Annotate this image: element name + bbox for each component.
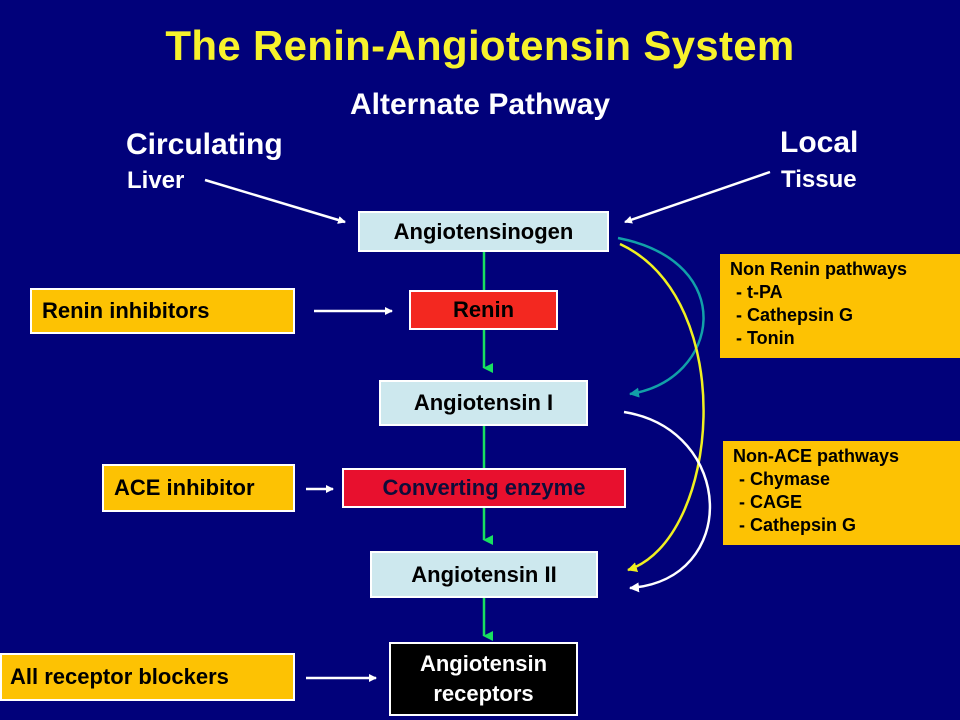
non-renin-title: Non Renin pathways (730, 259, 908, 279)
renin-inhibitors-box: Renin inhibitors (30, 288, 295, 334)
page-title: The Renin-Angiotensin System (165, 22, 795, 69)
non-ace-item: - CAGE (739, 492, 802, 512)
angiotensin-2-box: Angiotensin II (370, 551, 598, 598)
angiotensin-1-box: Angiotensin I (379, 380, 588, 426)
direct-pathway-arrow (619, 242, 705, 572)
circulating-heading: Circulating (126, 128, 283, 161)
tissue-label: Tissue (781, 166, 857, 193)
angiotensin-1-label: Angiotensin I (413, 390, 554, 415)
page-subtitle: Alternate Pathway (349, 88, 611, 121)
non-ace-item: - Cathepsin G (739, 515, 857, 535)
non-renin-item: - Tonin (736, 328, 795, 348)
ace-inhibitor-box: ACE inhibitor (102, 464, 295, 512)
non-renin-item: - t-PA (736, 282, 783, 302)
tissue-arrow (624, 170, 771, 224)
non-ace-item: - Chymase (739, 469, 831, 489)
receptor-blockers-label: All receptor blockers (10, 664, 229, 689)
receptors-label-line-2: receptors (433, 681, 534, 706)
non-renin-pathways-box: Non Renin pathways - t-PA - Cathepsin G … (720, 254, 960, 358)
liver-arrow (204, 178, 346, 224)
angiotensinogen-box: Angiotensinogen (358, 211, 609, 252)
liver-label: Liver (127, 167, 185, 194)
non-renin-pathway-arrow (617, 236, 705, 398)
angiotensin-2-label: Angiotensin II (411, 561, 557, 587)
non-ace-pathway-arrow (623, 410, 712, 593)
renin-box: Renin (409, 290, 558, 330)
non-renin-item: - Cathepsin G (736, 305, 854, 325)
non-ace-pathways-box: Non-ACE pathways - Chymase - CAGE - Cath… (723, 441, 960, 545)
converting-enzyme-box: Converting enzyme (342, 468, 626, 508)
angiotensinogen-label: Angiotensinogen (393, 218, 574, 244)
renin-label: Renin (452, 297, 515, 322)
local-heading: Local (780, 126, 859, 159)
receptors-label-line-1: Angiotensin (419, 651, 548, 676)
converting-enzyme-label: Converting enzyme (382, 475, 586, 500)
non-ace-title: Non-ACE pathways (733, 446, 900, 466)
renin-inhibitors-label: Renin inhibitors (42, 298, 210, 323)
receptor-blockers-box: All receptor blockers (0, 653, 295, 701)
ace-inhibitor-label: ACE inhibitor (114, 475, 255, 500)
angiotensin-receptors-box: Angiotensin receptors (389, 642, 578, 716)
